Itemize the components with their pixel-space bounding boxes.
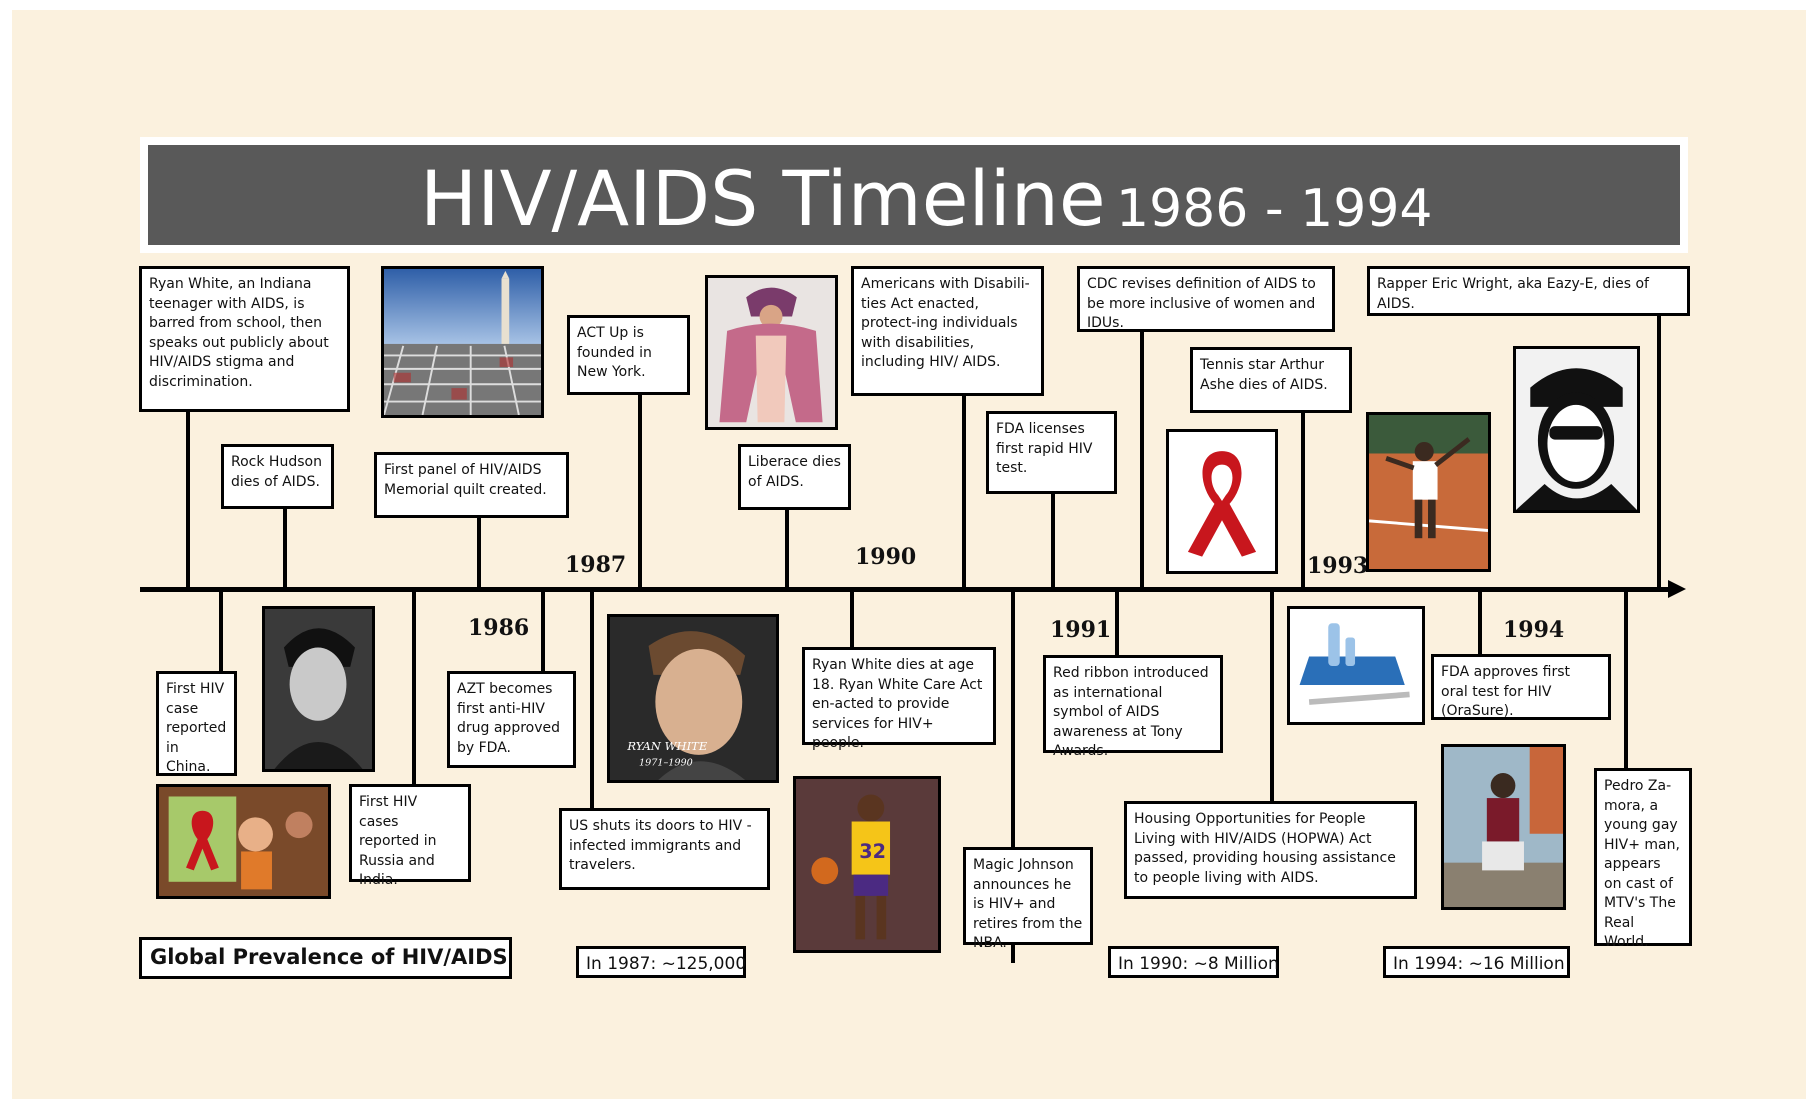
event-fda-rapid-test: FDA licenses first rapid HIV test. bbox=[986, 411, 1117, 494]
connector-line bbox=[1051, 491, 1055, 589]
connector-line bbox=[785, 508, 789, 589]
event-orasure: FDA approves first oral test for HIV (Or… bbox=[1431, 654, 1611, 720]
timeline-axis bbox=[140, 587, 1670, 592]
event-azt-approved: AZT becomes first anti-HIV drug approved… bbox=[447, 671, 576, 768]
connector-line bbox=[541, 590, 545, 672]
jersey-number: 32 bbox=[859, 840, 886, 863]
liberace-photo bbox=[705, 275, 838, 430]
event-hopwa-act: Housing Opportunities for People Living … bbox=[1124, 801, 1417, 899]
event-russia-india: First HIV cases reported in Russia and I… bbox=[349, 784, 471, 888]
ryan-white-portrait-photo: RYAN WHITE 1971–1990 bbox=[607, 614, 779, 783]
connector-line bbox=[477, 516, 481, 589]
connector-line bbox=[1270, 590, 1274, 803]
magic-johnson-photo: 32 bbox=[793, 776, 941, 953]
connector-line bbox=[850, 590, 854, 649]
connector-line bbox=[1140, 330, 1144, 589]
arthur-ashe-tennis-photo bbox=[1366, 412, 1491, 572]
global-prevalence-title: Global Prevalence of HIV/AIDS bbox=[139, 937, 512, 979]
prevalence-1987: In 1987: ~125,000 bbox=[576, 946, 746, 978]
connector-line bbox=[219, 590, 223, 672]
prevalence-1994: In 1994: ~16 Million bbox=[1383, 946, 1570, 978]
event-eazy-e: Rapper Eric Wright, aka Eazy-E, dies of … bbox=[1367, 266, 1690, 316]
event-red-ribbon: Red ribbon introduced as international s… bbox=[1043, 655, 1223, 759]
rock-hudson-portrait-photo bbox=[262, 606, 375, 772]
ryan-name-caption: RYAN WHITE bbox=[626, 739, 708, 753]
connector-line bbox=[186, 411, 190, 589]
eazy-e-portrait-photo bbox=[1513, 346, 1640, 513]
connector-line bbox=[1301, 410, 1305, 589]
event-act-up: ACT Up is founded in New York. bbox=[567, 315, 690, 395]
event-memorial-quilt: First panel of HIV/AIDS Memorial quilt c… bbox=[374, 452, 569, 518]
pedro-zamora-photo bbox=[1441, 744, 1566, 910]
event-us-shuts-doors: US shuts its doors to HIV -infected immi… bbox=[559, 808, 770, 890]
event-rock-hudson: Rock Hudson dies of AIDS. bbox=[221, 444, 334, 509]
year-label-1990: 1990 bbox=[855, 544, 917, 570]
year-label-1987: 1987 bbox=[565, 552, 627, 578]
year-label-1993: 1993 bbox=[1307, 553, 1369, 579]
event-cdc-definition: CDC revises definition of AIDS to be mor… bbox=[1077, 266, 1335, 332]
connector-line bbox=[962, 394, 966, 589]
year-label-1986: 1986 bbox=[468, 615, 530, 641]
connector-line bbox=[412, 590, 416, 785]
event-arthur-ashe: Tennis star Arthur Ashe dies of AIDS. bbox=[1190, 347, 1352, 413]
title-years: 1986 - 1994 bbox=[1116, 179, 1433, 239]
title-banner: HIV/AIDS Timeline 1986 - 1994 bbox=[140, 137, 1688, 253]
connector-line bbox=[1624, 590, 1628, 770]
event-ada-enacted: Americans with Disabili-ties Act enacted… bbox=[851, 266, 1044, 396]
event-magic-johnson: Magic Johnson announces he is HIV+ and r… bbox=[963, 847, 1093, 951]
prevalence-1990: In 1990: ~8 Million bbox=[1108, 946, 1279, 978]
connector-line bbox=[1657, 314, 1661, 589]
connector-line bbox=[1478, 590, 1482, 654]
connector-line bbox=[283, 506, 287, 589]
connector-line bbox=[1011, 590, 1015, 963]
oral-hiv-test-kit-photo bbox=[1287, 606, 1425, 725]
axis-arrowhead bbox=[1668, 580, 1686, 598]
aids-quilt-washington-photo bbox=[381, 266, 544, 418]
event-liberace: Liberace dies of AIDS. bbox=[738, 444, 851, 510]
connector-line bbox=[638, 394, 642, 589]
event-pedro-zamora: Pedro Za-mora, a young gay HIV+ man, app… bbox=[1594, 768, 1692, 950]
event-ryan-white-barred: Ryan White, an Indiana teenager with AID… bbox=[139, 266, 350, 412]
page-title: HIV/AIDS Timeline bbox=[420, 154, 1106, 243]
connector-line bbox=[590, 590, 594, 810]
year-label-1991: 1991 bbox=[1050, 617, 1112, 643]
event-ryan-white-dies: Ryan White dies at age 18. Ryan White Ca… bbox=[802, 647, 996, 751]
year-label-1994: 1994 bbox=[1503, 617, 1565, 643]
china-child-ribbon-photo bbox=[156, 784, 331, 899]
connector-line bbox=[1115, 590, 1119, 656]
ryan-dates-caption: 1971–1990 bbox=[639, 758, 693, 769]
event-first-hiv-china: First HIV case reported in China. bbox=[156, 671, 237, 776]
title-bar: HIV/AIDS Timeline 1986 - 1994 bbox=[148, 145, 1680, 245]
red-ribbon-icon bbox=[1166, 429, 1278, 574]
